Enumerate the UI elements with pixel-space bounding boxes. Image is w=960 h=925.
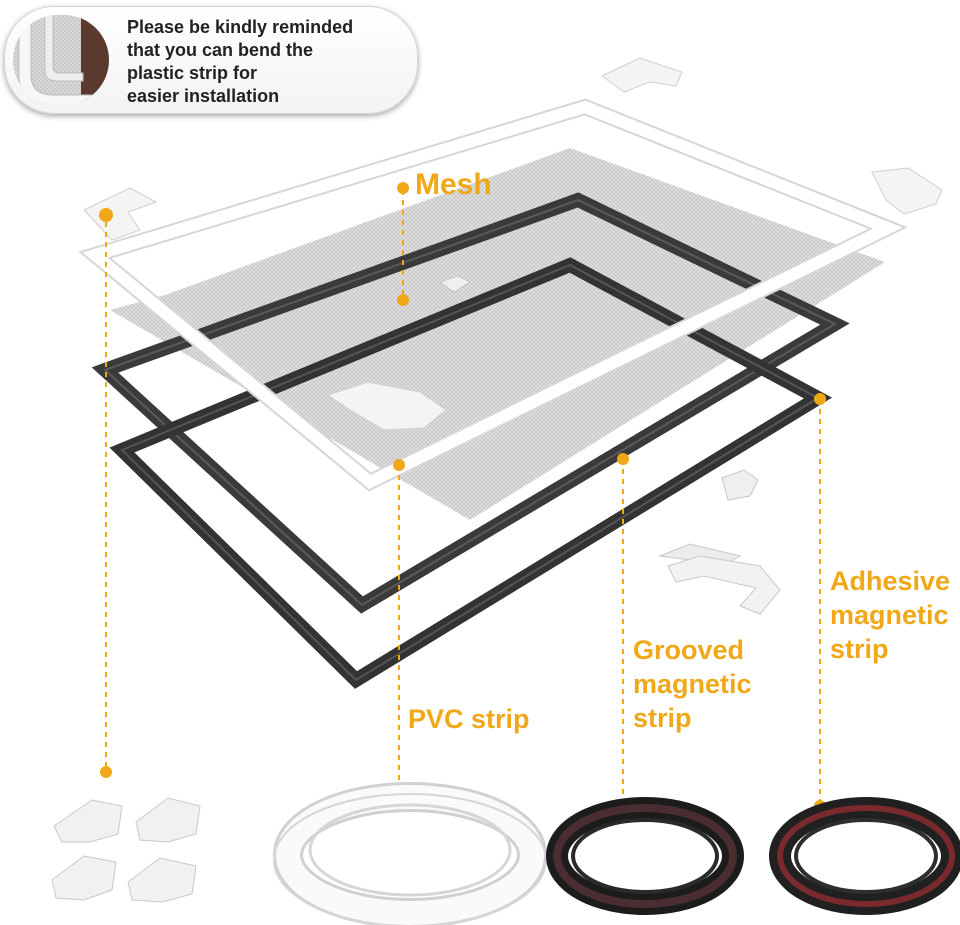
callout-text: Please be kindly reminded that you can b… xyxy=(127,16,407,108)
adhesive-magnetic-coil xyxy=(769,797,960,915)
groove-clip-icon xyxy=(658,543,781,615)
label-grooved-magnetic-strip: Grooved magnetic strip xyxy=(633,633,752,735)
clip-icon xyxy=(438,275,472,293)
label-pvc-strip: PVC strip xyxy=(408,704,530,734)
label-line: Adhesive xyxy=(830,566,951,596)
bent-strip-thumbnail xyxy=(13,15,109,105)
callout-line: easier installation xyxy=(127,86,280,106)
callout-line: Please be kindly reminded xyxy=(127,17,354,37)
label-mesh: Mesh xyxy=(415,168,492,201)
corner-piece-icon xyxy=(326,381,447,431)
pvc-frame xyxy=(78,98,908,492)
label-line: Grooved xyxy=(633,635,745,665)
grooved-magnetic-frame xyxy=(91,192,850,614)
corner-piece-icon xyxy=(83,187,158,241)
corner-pieces-set xyxy=(51,797,201,903)
grooved-magnetic-coil xyxy=(546,797,744,915)
callout-line: that you can bend the xyxy=(127,40,314,60)
corner-piece-icon xyxy=(871,167,943,215)
clip-icon xyxy=(721,469,759,501)
leader-lines xyxy=(105,190,821,812)
label-line: magnetic xyxy=(633,669,752,699)
label-line: strip xyxy=(633,703,692,733)
label-line: magnetic xyxy=(830,600,949,630)
pvc-strip-coil xyxy=(273,782,547,925)
corner-piece-icon xyxy=(601,57,683,93)
label-line: strip xyxy=(830,634,889,664)
installation-tip-callout: Please be kindly reminded that you can b… xyxy=(4,6,418,114)
callout-line: plastic strip for xyxy=(127,63,258,83)
mesh-sheet xyxy=(110,148,885,520)
label-adhesive-magnetic-strip: Adhesive magnetic strip xyxy=(830,564,950,666)
